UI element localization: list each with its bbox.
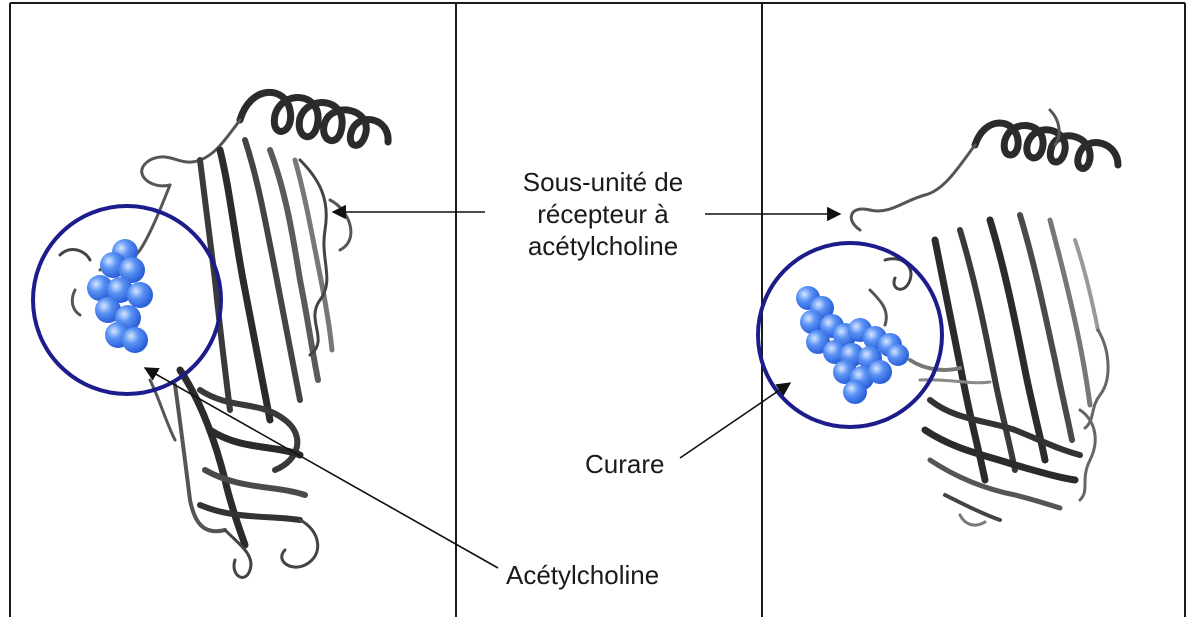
atom-sphere (887, 344, 909, 366)
label-acetylcholine: Acétylcholine (506, 559, 659, 591)
atom-sphere (843, 380, 867, 404)
panel-frame (10, 3, 1185, 617)
label-curare: Curare (585, 448, 664, 480)
atom-sphere (868, 360, 892, 384)
acetylcholine-molecule (87, 239, 153, 353)
arrow-acetylcholine (145, 368, 498, 568)
label-line: récepteur à (468, 198, 738, 230)
atom-sphere (127, 282, 153, 308)
arrow-curare (680, 383, 790, 458)
protein-ribbon-right (851, 110, 1118, 525)
label-line: acétylcholine (468, 230, 738, 262)
label-line: Sous-unité de (468, 166, 738, 198)
curare-molecule (796, 286, 909, 404)
atom-sphere (122, 327, 148, 353)
label-receptor-subunit: Sous-unité de récepteur à acétylcholine (468, 166, 738, 262)
